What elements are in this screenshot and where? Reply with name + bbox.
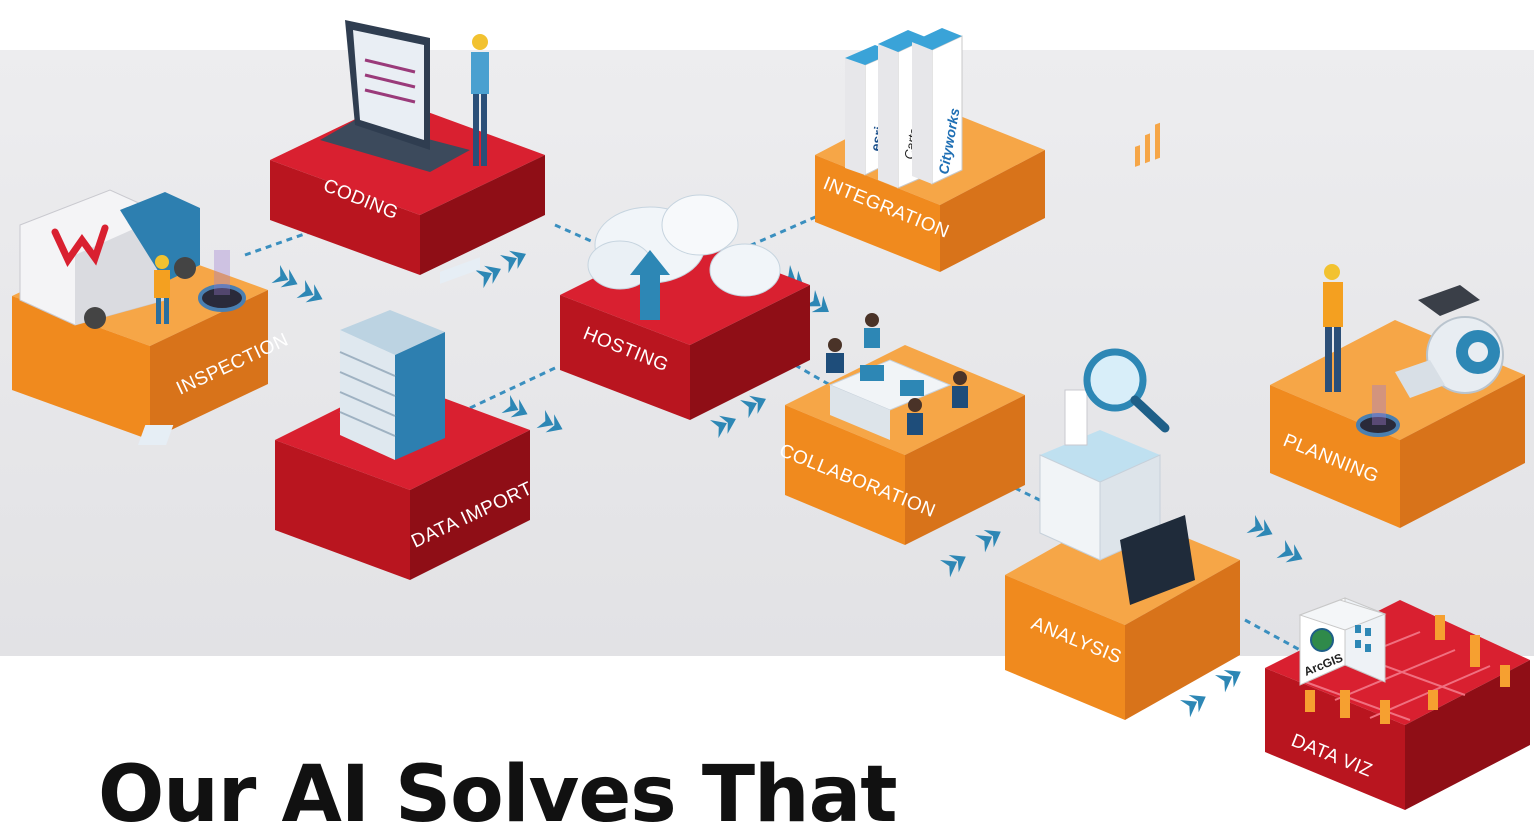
- stage-collaboration: COLLABORATION: [776, 313, 1025, 545]
- book-cityworks-icon: Cityworks: [912, 28, 963, 185]
- manhole-icon: [198, 284, 246, 312]
- stage-analysis: ANALYSIS: [1005, 122, 1240, 720]
- stage-planning: PLANNING: [1270, 264, 1525, 528]
- connector-lines: [244, 213, 1301, 652]
- magnifier-icon: [1083, 348, 1170, 433]
- cloud-icon: [587, 194, 781, 320]
- drive-icon: [440, 257, 480, 284]
- arcgis-building-icon: ArcGIS: [1298, 597, 1387, 686]
- worker-icon: [471, 34, 489, 166]
- laptop-icon: [320, 20, 470, 172]
- bar-pillars: [1305, 615, 1510, 724]
- stage-data-import: DATA IMPORT: [138, 257, 536, 580]
- stage-inspection: INSPECTION: [12, 189, 292, 440]
- desks-icon: [828, 359, 952, 440]
- pump-icon: [1395, 285, 1504, 398]
- server-rack-icon: [339, 310, 445, 460]
- disc-icon: [138, 425, 174, 445]
- stage-data-viz: ArcGIS DATA VIZ: [1265, 597, 1530, 810]
- stage-integration: esri Cartegraph Cityworks INTEGRATION: [815, 28, 1045, 272]
- people-icon: [826, 313, 968, 435]
- worker-icon: [1323, 264, 1343, 392]
- headline: Our AI Solves That: [98, 750, 897, 840]
- chart-card-icon: [1120, 122, 1195, 605]
- manhole-icon: [1356, 413, 1400, 437]
- stage-coding: CODING: [270, 20, 545, 275]
- workflow-diagram: INSPECTION CODING: [0, 20, 1534, 810]
- stage-hosting: HOSTING: [560, 194, 810, 420]
- worker-icon: [154, 255, 170, 324]
